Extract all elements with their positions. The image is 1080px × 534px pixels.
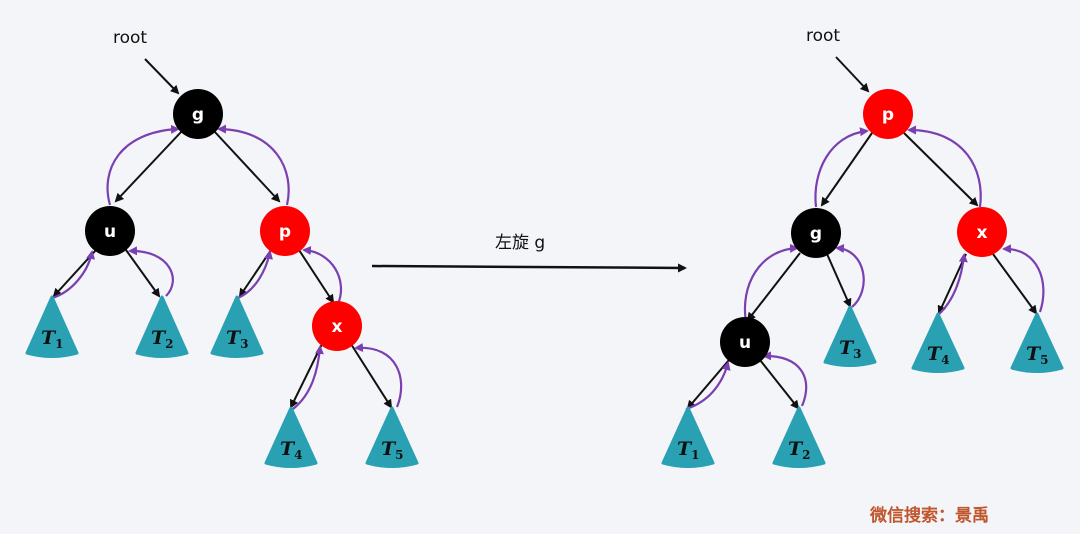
before-node-p — [260, 206, 310, 256]
before-node-g — [173, 89, 223, 139]
before-subtree-t3 — [210, 295, 264, 358]
after-subtree-t3-label: T3 — [839, 337, 862, 361]
before-edge-p-t3 — [238, 249, 272, 298]
before-subtree-t2 — [135, 295, 189, 358]
after-edge-x-t5 — [992, 253, 1038, 315]
after-parent-x-p — [907, 125, 982, 208]
after-subtree-t5-label: T5 — [1026, 343, 1049, 367]
before-node-u — [85, 206, 135, 256]
before-parent-u-g — [106, 124, 180, 206]
after-root-pointer — [835, 56, 870, 93]
before-tree: root g u p x T1 T2 T3 — [25, 28, 419, 468]
after-parent-g-p — [814, 127, 869, 208]
after-edge-u-t2 — [759, 359, 800, 410]
after-edge-p-x — [903, 132, 979, 207]
before-node-x — [312, 301, 362, 351]
after-subtree-t3 — [823, 305, 877, 367]
after-parent-u-g — [743, 243, 799, 323]
after-node-x — [957, 207, 1007, 257]
before-subtree-t1 — [25, 295, 79, 358]
before-edge-x-t4 — [290, 343, 323, 409]
before-node-u-label: u — [104, 222, 116, 242]
before-root-pointer — [144, 58, 180, 95]
after-parent-t2-u — [762, 351, 808, 407]
operation: 左旋 g — [371, 233, 687, 273]
after-node-u-label: u — [739, 333, 751, 353]
before-parent-t1-u — [51, 250, 96, 300]
after-subtree-t4-label: T4 — [927, 343, 950, 367]
before-subtree-t4 — [264, 406, 318, 468]
after-root-label: root — [806, 26, 840, 46]
after-node-x-label: x — [977, 223, 988, 243]
before-edge-u-t2 — [125, 249, 161, 298]
after-subtree-t5 — [1010, 312, 1064, 373]
before-subtree-t4-label: T4 — [280, 438, 303, 462]
after-node-p-label: p — [882, 105, 894, 125]
before-edge-g-p — [213, 130, 281, 203]
before-subtree-t5-label: T5 — [381, 438, 404, 462]
after-parent-t5-x — [1002, 244, 1045, 313]
after-subtree-t1-label: T1 — [677, 438, 700, 462]
before-parent-t4-x — [292, 345, 324, 410]
after-node-p — [863, 89, 913, 139]
after-subtree-t4 — [911, 312, 965, 373]
after-edge-p-g — [820, 132, 873, 207]
before-subtree-t5 — [365, 406, 419, 468]
after-parent-t4-x — [937, 253, 968, 316]
after-tree: root p g x u T1 T2 T3 — [661, 26, 1064, 468]
before-edge-g-u — [114, 130, 183, 203]
after-edge-g-u — [746, 252, 801, 322]
before-edge-p-x — [298, 249, 335, 304]
operation-arrow — [371, 263, 687, 273]
after-node-u — [720, 317, 770, 367]
before-parent-t2-u — [128, 246, 174, 297]
before-parent-x-p — [302, 246, 343, 305]
operation-label: 左旋 g — [495, 233, 545, 253]
after-edge-x-t4 — [937, 253, 967, 315]
before-node-g-label: g — [192, 105, 204, 125]
after-parent-t1-u — [685, 361, 731, 411]
before-parent-t5-x — [354, 343, 403, 408]
after-node-g — [791, 208, 841, 258]
after-subtree-t2-label: T2 — [788, 438, 811, 462]
after-edge-g-t3 — [826, 253, 852, 308]
after-node-g-label: g — [810, 224, 822, 244]
before-parent-t3-p — [237, 250, 273, 300]
after-parent-t3-g — [835, 244, 865, 308]
before-edge-x-t5 — [350, 343, 393, 409]
after-subtree-t2 — [772, 406, 826, 468]
before-subtree-t2-label: T2 — [151, 327, 174, 351]
before-subtree-t3-label: T3 — [226, 327, 249, 351]
after-edge-u-t1 — [686, 359, 730, 410]
before-subtree-t1-label: T1 — [41, 327, 64, 351]
before-node-x-label: x — [332, 317, 343, 337]
before-parent-p-g — [217, 124, 290, 206]
before-root-label: root — [113, 28, 147, 48]
watermark: 微信搜索：景禹 — [869, 505, 989, 526]
after-subtree-t1 — [661, 406, 715, 468]
before-node-p-label: p — [279, 222, 291, 242]
